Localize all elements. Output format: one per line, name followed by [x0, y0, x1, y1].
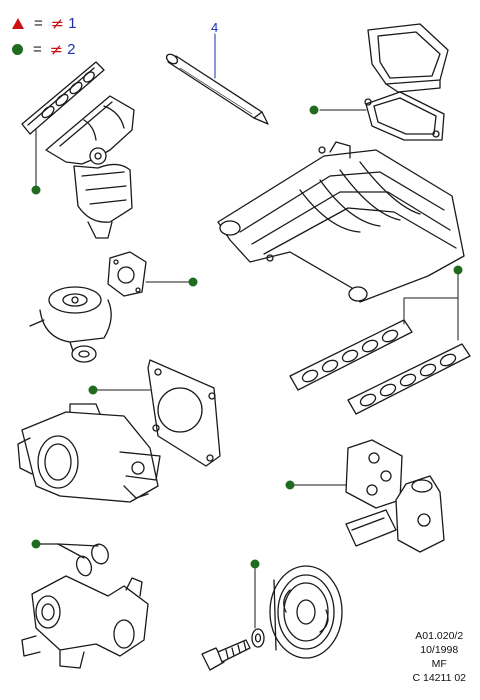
drawing-reference: A01.020/2 10/1998 MF C 14211 02 [412, 629, 466, 685]
legend-row-2: = ≠ 2 [12, 40, 76, 59]
reference-model: MF [431, 658, 447, 670]
green-dot-icon [250, 559, 260, 569]
not-equal-symbol: ≠ [49, 40, 64, 59]
green-dot-icon [31, 185, 41, 195]
thermostat-housing [21, 575, 149, 669]
green-dot-icon [453, 265, 463, 275]
green-dot-icon [12, 44, 23, 55]
exhaust-manifold [45, 95, 135, 239]
small-flange-gasket [107, 251, 191, 297]
pulley-bolt [201, 639, 251, 671]
exhaust-manifold-gasket [21, 61, 105, 187]
reference-number: C 14211 02 [412, 672, 466, 684]
intake-manifold [217, 141, 465, 303]
green-markers [31, 105, 463, 569]
intake-manifold-gasket-upper [289, 319, 413, 391]
not-equal-symbol: ≠ [50, 14, 65, 33]
washer [251, 565, 265, 648]
plenum-gasket [319, 91, 445, 141]
red-triangle-icon [12, 18, 24, 29]
egr-valve [29, 286, 112, 363]
callout-number: 4 [211, 20, 219, 35]
reference-code: A01.020/2 [415, 630, 464, 642]
throttle-body [17, 403, 161, 503]
sealant-tube [165, 33, 269, 125]
green-dot-icon [285, 480, 295, 490]
idle-air-control-valve [345, 475, 445, 553]
reference-date: 10/1998 [420, 644, 459, 656]
legend-equals: = [33, 41, 42, 58]
throttle-body-gasket [95, 359, 221, 467]
o-rings [37, 543, 109, 577]
green-dot-icon [188, 277, 198, 287]
crankshaft-pulley [269, 565, 343, 659]
green-dot-icon [31, 539, 41, 549]
legend-number: 1 [68, 15, 77, 32]
iac-valve-gasket [289, 439, 403, 509]
plenum-cover [367, 23, 449, 93]
green-dot-icon [88, 385, 98, 395]
legend-row-1: = ≠ 1 [12, 14, 77, 33]
legend-number: 2 [67, 41, 76, 58]
intake-manifold-gasket-lower [347, 343, 471, 415]
legend-equals: = [34, 15, 43, 32]
green-dot-icon [309, 105, 319, 115]
